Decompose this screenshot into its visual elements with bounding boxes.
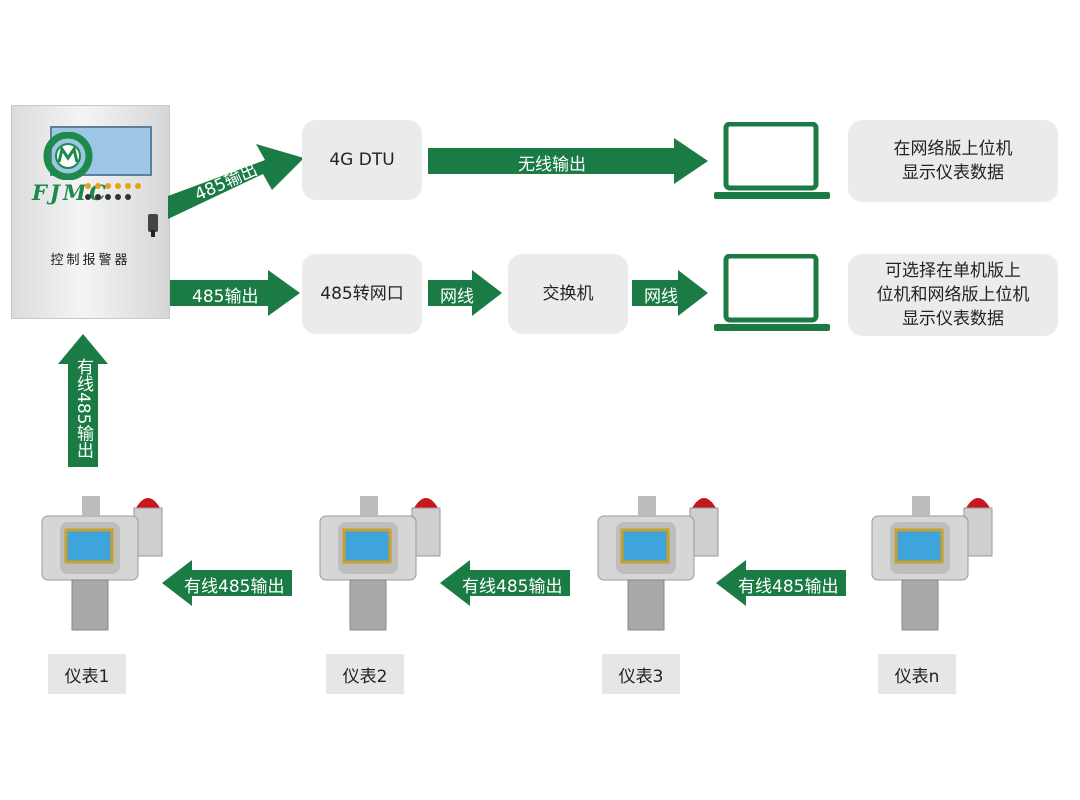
meter-label: 仪表1 (48, 654, 126, 694)
arrow-label: 485输出 (192, 287, 259, 307)
arrow-wireless-output: 无线输出 (428, 138, 710, 184)
arrow-485-to-dtu: 485输出 (168, 140, 306, 220)
network-switch-box: 交换机 (508, 254, 628, 334)
arrow-network-cable-2: 网线 (632, 270, 710, 316)
arrow-network-cable-1: 网线 (428, 270, 504, 316)
gas-detector-icon (319, 496, 441, 631)
gas-detector-icon (597, 496, 719, 631)
arrow-label: 有线485输出 (73, 358, 93, 459)
logo-text: FJMC (32, 180, 109, 205)
arrow-label: 网线 (440, 287, 474, 307)
arrow-wired-485-up: 有线485输出 (56, 332, 110, 468)
gas-detector-icon (41, 496, 163, 631)
dtu-label: 4G DTU (329, 150, 395, 170)
arrow-label: 有线485输出 (462, 577, 563, 597)
meter-label: 仪表3 (602, 654, 680, 694)
arrow-wired-485-left: 有线485输出 (440, 560, 572, 606)
rs485-to-ethernet-box: 485转网口 (302, 254, 422, 334)
lock-icon (148, 214, 158, 237)
laptop-icon (714, 254, 830, 331)
switch-label: 交换机 (542, 284, 594, 304)
dtu-4g-box: 4G DTU (302, 120, 422, 200)
result-line-1: 可选择在单机版上 (885, 261, 1021, 281)
laptop-icon (714, 122, 830, 199)
standalone-or-network-result-box: 可选择在单机版上 位机和网络版上位机 显示仪表数据 (848, 254, 1058, 336)
result-line-2: 位机和网络版上位机 (876, 285, 1030, 305)
arrow-wired-485-left: 有线485输出 (716, 560, 848, 606)
result-line-3: 显示仪表数据 (902, 309, 1004, 329)
control-alarm-cabinet: FJMC 控制报警器 (11, 105, 170, 319)
meter-label: 仪表n (878, 654, 956, 694)
gas-detector-icon (871, 496, 993, 631)
arrow-label: 无线输出 (518, 155, 586, 175)
cabinet-label: 控制报警器 (50, 253, 131, 268)
arrow-label: 有线485输出 (184, 577, 285, 597)
arrow-label: 有线485输出 (738, 577, 839, 597)
fjmc-logo-icon (43, 132, 93, 180)
arrow-label: 网线 (644, 287, 678, 307)
converter-label: 485转网口 (320, 284, 404, 304)
result-line-1: 在网络版上位机 (893, 139, 1013, 159)
result-line-2: 显示仪表数据 (902, 163, 1004, 183)
arrow-wired-485-left: 有线485输出 (162, 560, 294, 606)
arrow-485-to-converter: 485输出 (170, 270, 302, 316)
network-software-result-box: 在网络版上位机 显示仪表数据 (848, 120, 1058, 202)
meter-label: 仪表2 (326, 654, 404, 694)
keypad-icon (85, 183, 141, 200)
